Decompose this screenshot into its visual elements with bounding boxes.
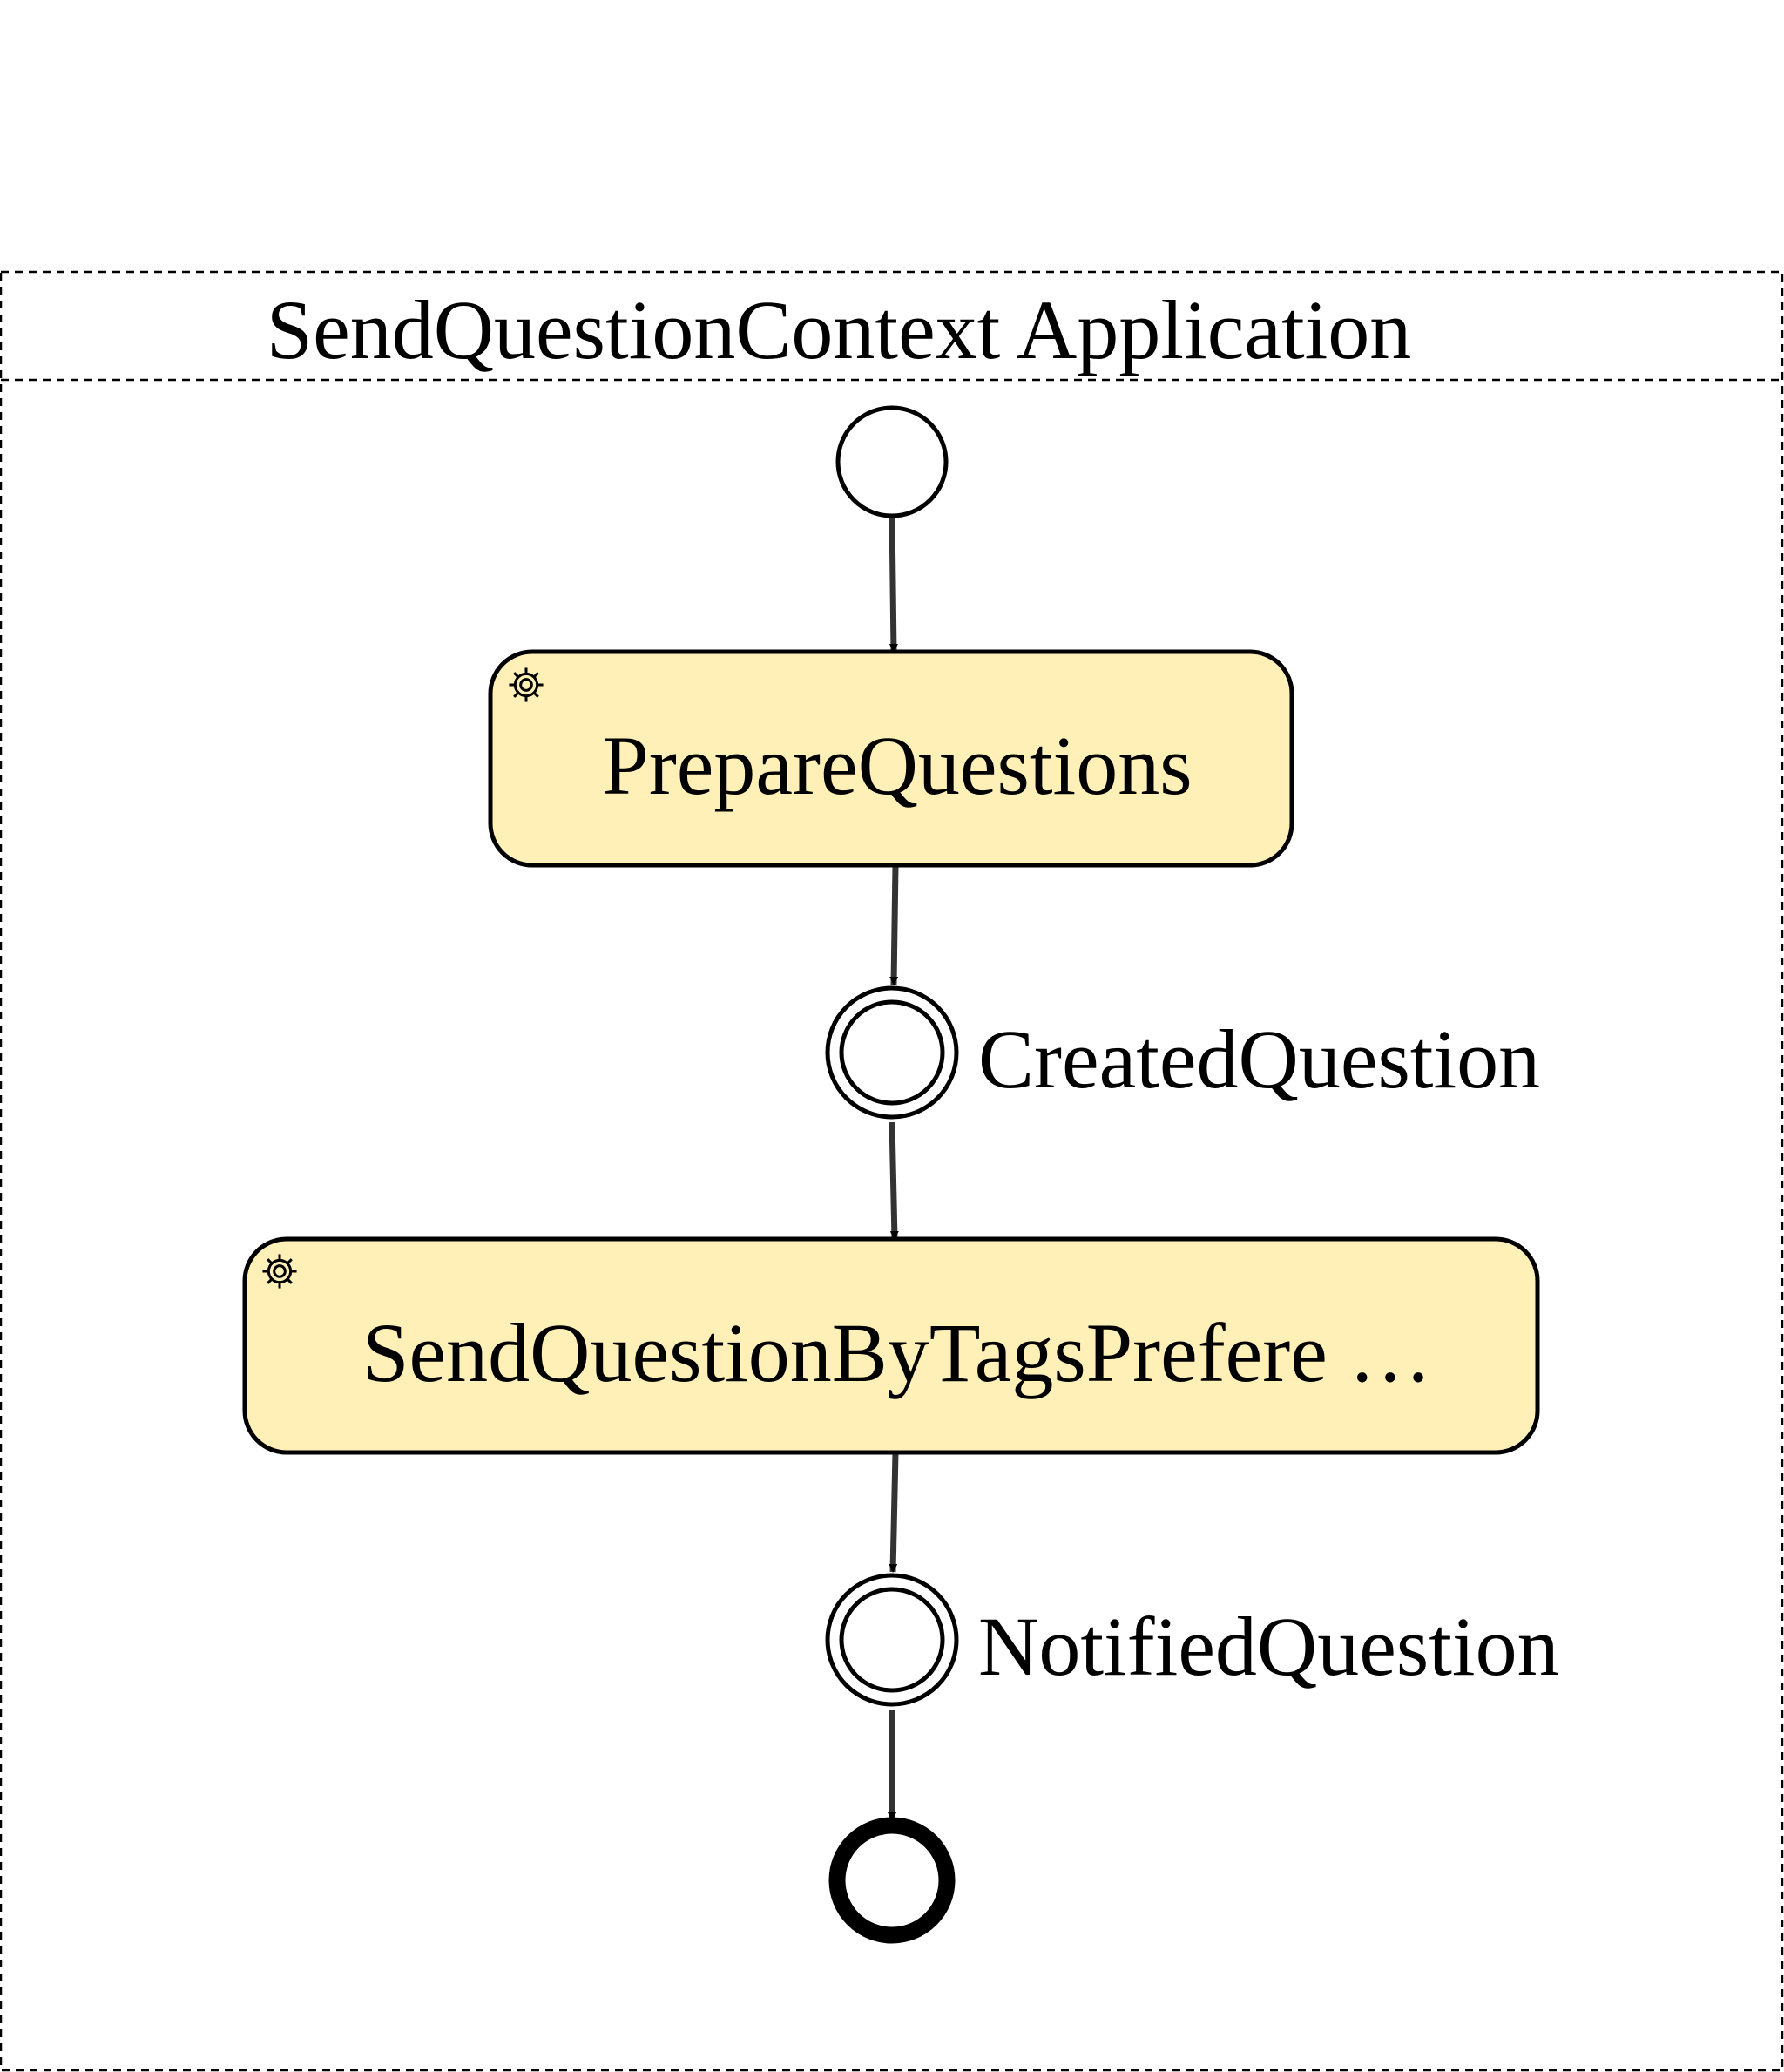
intermediate-event-created-question[interactable]: CreatedQuestion — [825, 985, 1540, 1120]
task-prepare-questions-box[interactable] — [488, 649, 1294, 868]
created-question-inner-circle — [839, 999, 945, 1106]
notified-question-label: NotifiedQuestion — [978, 1600, 1559, 1693]
flow-send-to-notified[interactable] — [889, 1452, 899, 1573]
notified-question-outer-circle[interactable] — [825, 1573, 959, 1707]
end-event[interactable] — [828, 1817, 956, 1944]
flow-start-to-prepare[interactable] — [889, 515, 898, 653]
start-event-circle[interactable] — [835, 405, 949, 518]
pool-border — [0, 270, 1784, 2072]
task-send-question-by-tags[interactable]: SendQuestionByTagsPrefere … — [242, 1236, 1540, 1455]
task-send-question-box[interactable] — [242, 1236, 1540, 1455]
task-prepare-questions[interactable]: PrepareQuestions — [488, 649, 1294, 868]
task-send-question-label: SendQuestionByTagsPrefere … — [362, 1306, 1432, 1399]
pool: SendQuestionContext Application — [0, 270, 1784, 2072]
intermediate-event-notified-question[interactable]: NotifiedQuestion — [825, 1573, 1559, 1707]
sequence-flows — [888, 515, 899, 1821]
notified-question-inner-circle — [839, 1587, 945, 1693]
end-event-circle[interactable] — [828, 1817, 956, 1944]
start-event[interactable] — [835, 405, 949, 518]
created-question-outer-circle[interactable] — [825, 985, 959, 1120]
pool-title: SendQuestionContext Application — [267, 283, 1412, 376]
flow-prepare-to-created[interactable] — [889, 864, 899, 985]
task-prepare-questions-label: PrepareQuestions — [602, 719, 1192, 812]
created-question-label: CreatedQuestion — [978, 1012, 1540, 1106]
flow-created-to-send[interactable] — [889, 1121, 899, 1240]
